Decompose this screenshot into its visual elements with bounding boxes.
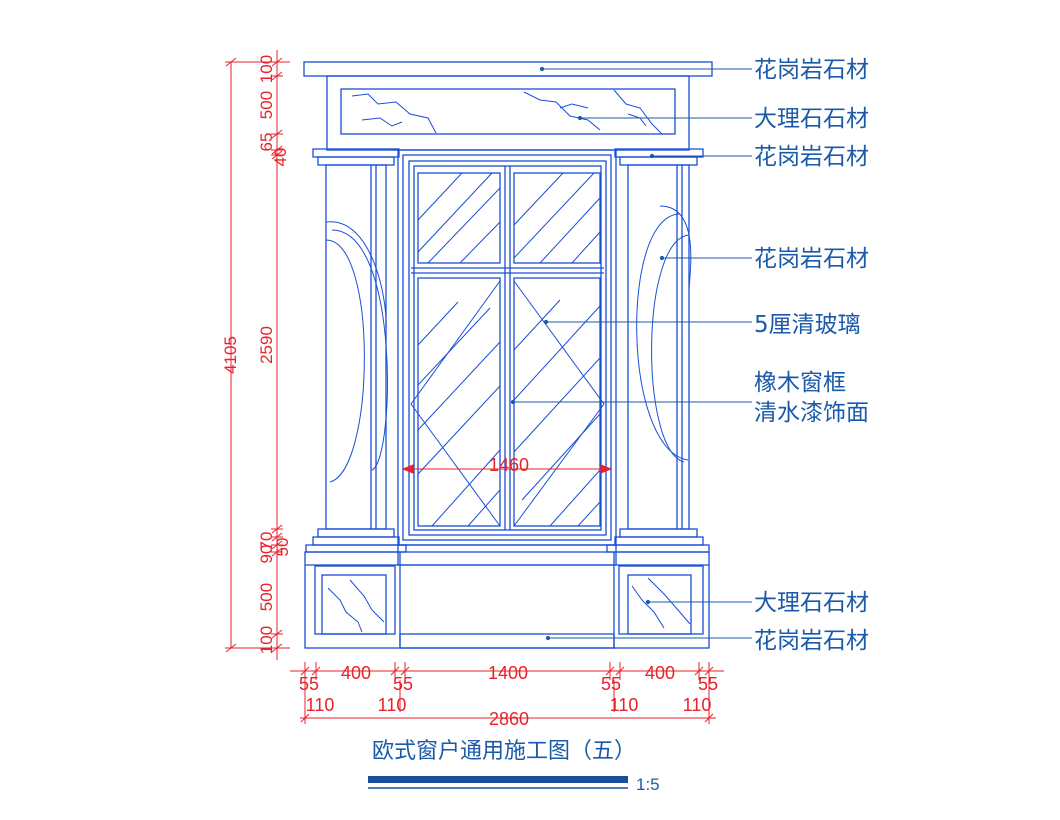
width-tick-slash [400,666,410,676]
right-column [606,148,710,553]
drawing-scale: 1:5 [636,775,660,794]
height-segment-label: 90 [257,545,276,564]
sash-pane-left [417,277,501,527]
annotation-leader-dot [645,599,651,605]
transom-pane-right [513,172,601,264]
annotation-leaders [510,66,752,641]
height-tick-slash [271,524,283,534]
material-annotation: 花岗岩石材 [754,628,869,654]
height-segment-label: 100 [257,55,276,83]
width-segment-label: 55 [601,674,621,694]
annotation-labels: 花岗岩石材大理石石材花岗岩石材花岗岩石材5厘清玻璃橡木窗框清水漆饰面大理石石材花… [754,57,869,654]
window-width-arrow-left [401,464,414,474]
window-surround-outer [397,149,617,546]
overall-width-label: 2860 [489,709,529,729]
overall-width-tick [704,713,714,723]
overall-height-tick [225,57,237,67]
material-annotation: 花岗岩石材 [754,57,869,83]
glass-hatching [410,172,605,527]
width-tick-slash [311,666,321,676]
width-tick-slash [694,666,704,676]
width-tick-slash [390,666,400,676]
window-frame-inner [413,165,602,531]
window-width-label: 1460 [489,455,529,475]
window-surround-inner [402,154,612,541]
material-annotation: 大理石石材 [754,106,869,132]
overall-width-tick [300,713,310,723]
height-segment-label: 40 [271,148,290,167]
width-segment-label: 400 [645,663,675,683]
height-tick-slash [271,129,283,139]
window-frame-outer [408,160,607,536]
material-annotation: 花岗岩石材 [754,144,869,170]
title-underline-thick [368,776,628,783]
width-segment-label: 1400 [488,663,528,683]
overall-height-label: 4105 [221,336,240,374]
window-structure [303,61,713,649]
height-segment-label: 100 [257,626,276,654]
right-pedestal-marble [627,574,692,635]
height-segment-label: 65 [257,133,276,152]
height-tick-slash [271,547,283,557]
width-group-label: 110 [306,695,335,715]
width-tick-slash [605,666,615,676]
frieze-marble-panel [340,88,676,135]
width-group-label: 110 [610,695,639,715]
width-tick-slash [615,666,625,676]
dimension-lines [225,50,724,724]
transom-pane-left [417,172,501,264]
annotation-leader-dot [539,66,545,72]
pedestal-marble-veins [327,577,691,633]
height-segment-label: 2590 [257,326,276,364]
annotation-leader-dot [659,255,665,261]
frieze-outer [326,75,690,151]
width-segment-label: 55 [698,674,718,694]
height-tick-slash [271,145,283,155]
height-tick-slash [271,150,283,160]
left-pedestal-marble [321,574,387,635]
left-column [305,148,407,553]
height-segment-label: 500 [257,583,276,611]
frieze-marble-veins [351,89,663,135]
window-width-arrow-right [600,464,613,474]
width-group-label: 110 [683,695,712,715]
base-bottom-granite [399,633,615,649]
width-segment-label: 55 [393,674,413,694]
annotation-leader-dot [577,115,583,121]
height-segment-label: 50 [273,538,292,557]
annotation-leader-dot [649,153,655,159]
height-tick-slash [271,629,283,639]
window-sill [397,544,617,566]
annotation-leader-dot [545,635,551,641]
drawing-title: 欧式窗户通用施工图（五） [372,739,636,764]
material-annotation-line2: 清水漆饰面 [754,400,869,426]
material-annotation: 橡木窗框 [754,370,846,396]
height-segment-label: 70 [257,532,276,551]
width-segment-label: 55 [299,674,319,694]
height-tick-slash [271,532,283,542]
width-group-label: 110 [378,695,407,715]
height-tick-slash [271,540,283,550]
material-annotation: 5厘清玻璃 [754,312,861,338]
height-tick-slash [271,71,283,81]
annotation-leader-dot [510,399,516,405]
height-segment-label: 500 [257,91,276,119]
width-segment-label: 400 [341,663,371,683]
annotation-leader-dot [543,319,549,325]
material-annotation: 花岗岩石材 [754,246,869,272]
overall-height-tick [225,643,237,653]
left-pedestal-outer [314,565,396,635]
material-annotation: 大理石石材 [754,590,869,616]
